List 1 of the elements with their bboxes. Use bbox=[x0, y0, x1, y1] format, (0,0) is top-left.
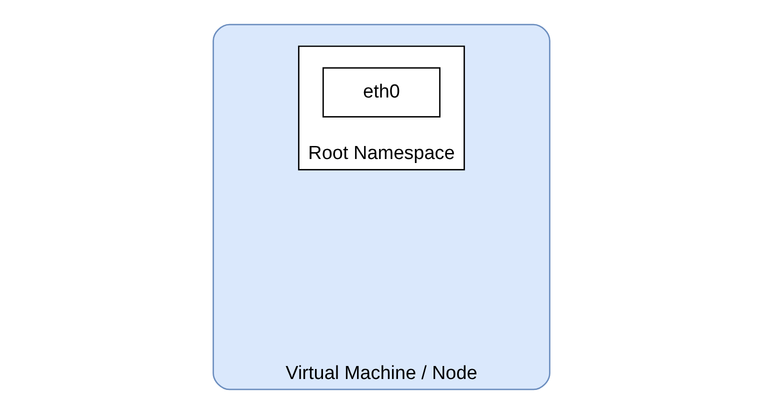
node-box: eth0 bbox=[322, 67, 440, 118]
